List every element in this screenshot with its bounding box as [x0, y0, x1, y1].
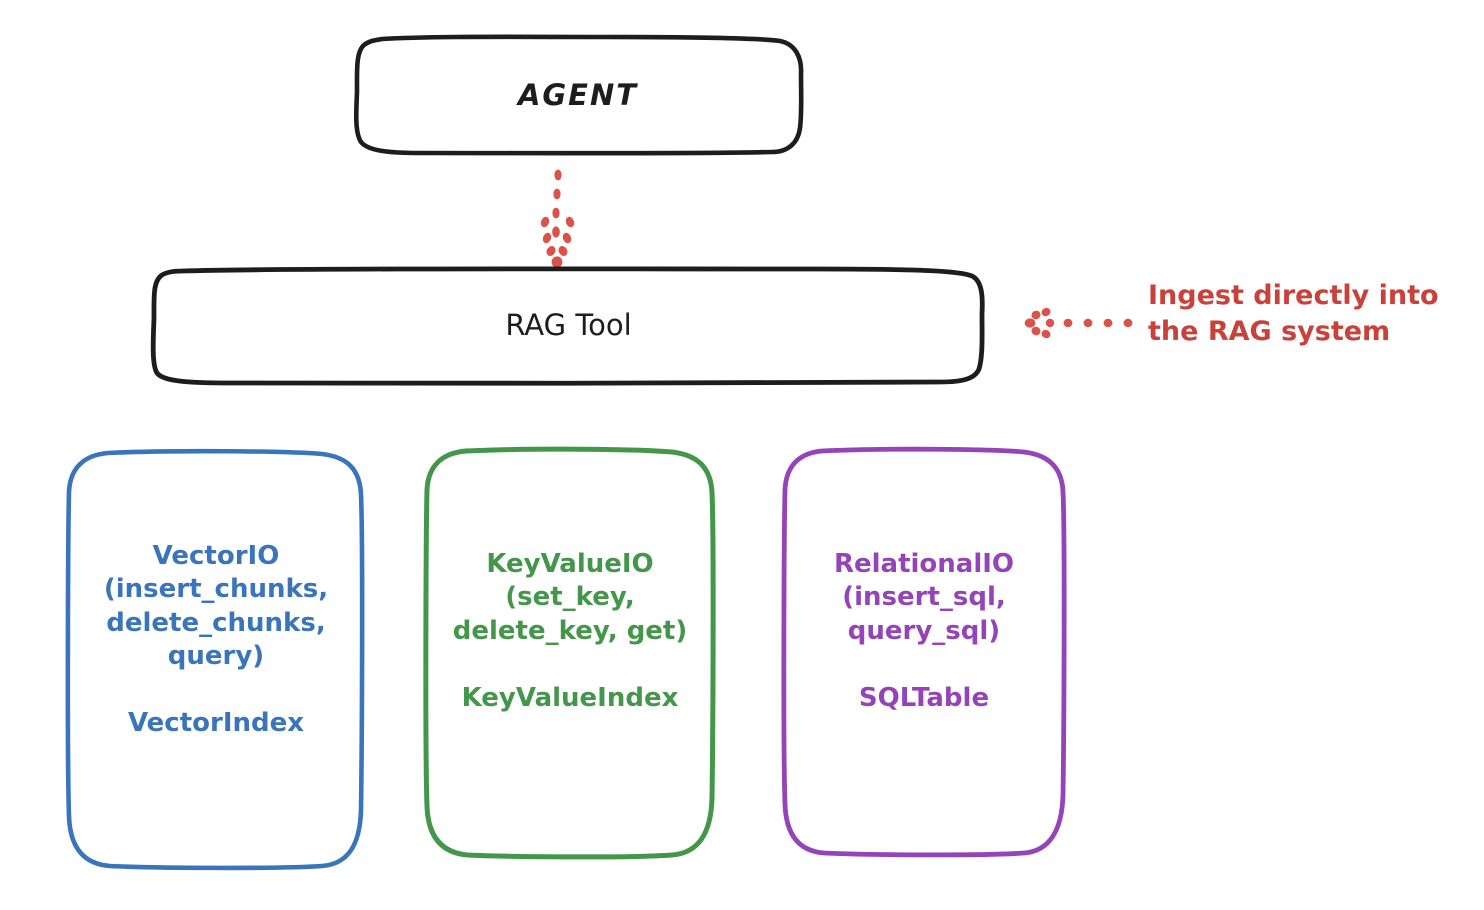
- relational-io-box-outline: [781, 446, 1067, 858]
- node-relational-io[interactable]: [781, 446, 1067, 858]
- rag-tool-box-outline: [150, 266, 985, 386]
- node-rag-tool[interactable]: [150, 266, 985, 386]
- node-key-value-io[interactable]: [423, 446, 716, 860]
- connector-note-to-rag: [1024, 307, 1133, 339]
- vector-io-box-outline: [65, 448, 365, 871]
- agent-box-outline: [353, 34, 804, 156]
- node-vector-io[interactable]: [65, 448, 365, 871]
- connector-agent-to-rag: [540, 169, 575, 268]
- key-value-io-box-outline: [423, 446, 716, 860]
- node-agent[interactable]: [353, 34, 804, 156]
